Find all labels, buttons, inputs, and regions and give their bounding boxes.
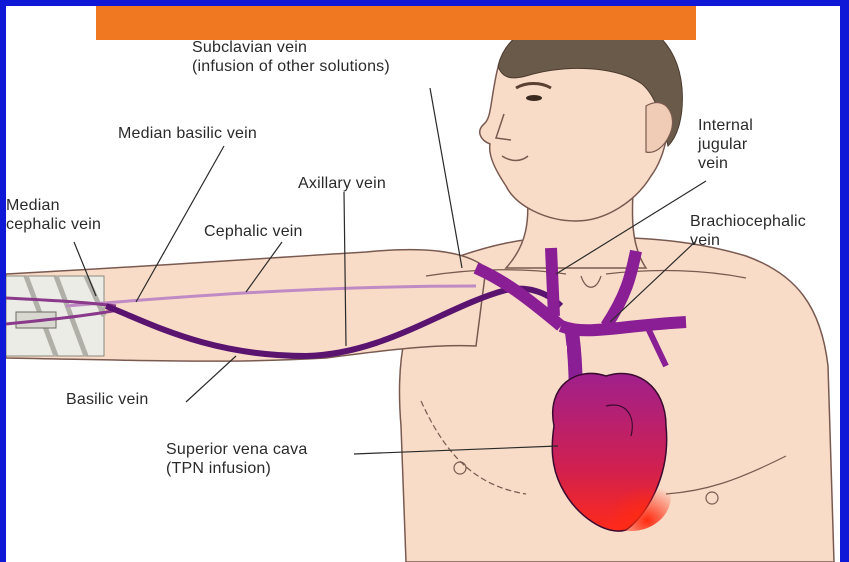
heart-glow <box>591 461 671 531</box>
label-cephalic-vein: Cephalic vein <box>204 222 303 241</box>
label-median-basilic-vein: Median basilic vein <box>118 124 257 143</box>
top-banner <box>96 6 696 40</box>
label-brachiocephalic-vein: Brachiocephalic vein <box>690 212 806 250</box>
anatomy-drawing <box>6 6 840 562</box>
label-basilic-vein: Basilic vein <box>66 390 148 409</box>
label-internal-jugular-vein: Internal jugular vein <box>698 116 753 173</box>
label-axillary-vein: Axillary vein <box>298 174 386 193</box>
diagram-canvas: Subclavian vein (infusion of other solut… <box>6 6 840 562</box>
label-subclavian-vein: Subclavian vein (infusion of other solut… <box>192 38 390 76</box>
label-median-cephalic-vein: Median cephalic vein <box>6 196 101 234</box>
jugular-vein <box>551 248 554 316</box>
eye <box>526 95 542 101</box>
label-superior-vena-cava: Superior vena cava (TPN infusion) <box>166 440 307 478</box>
